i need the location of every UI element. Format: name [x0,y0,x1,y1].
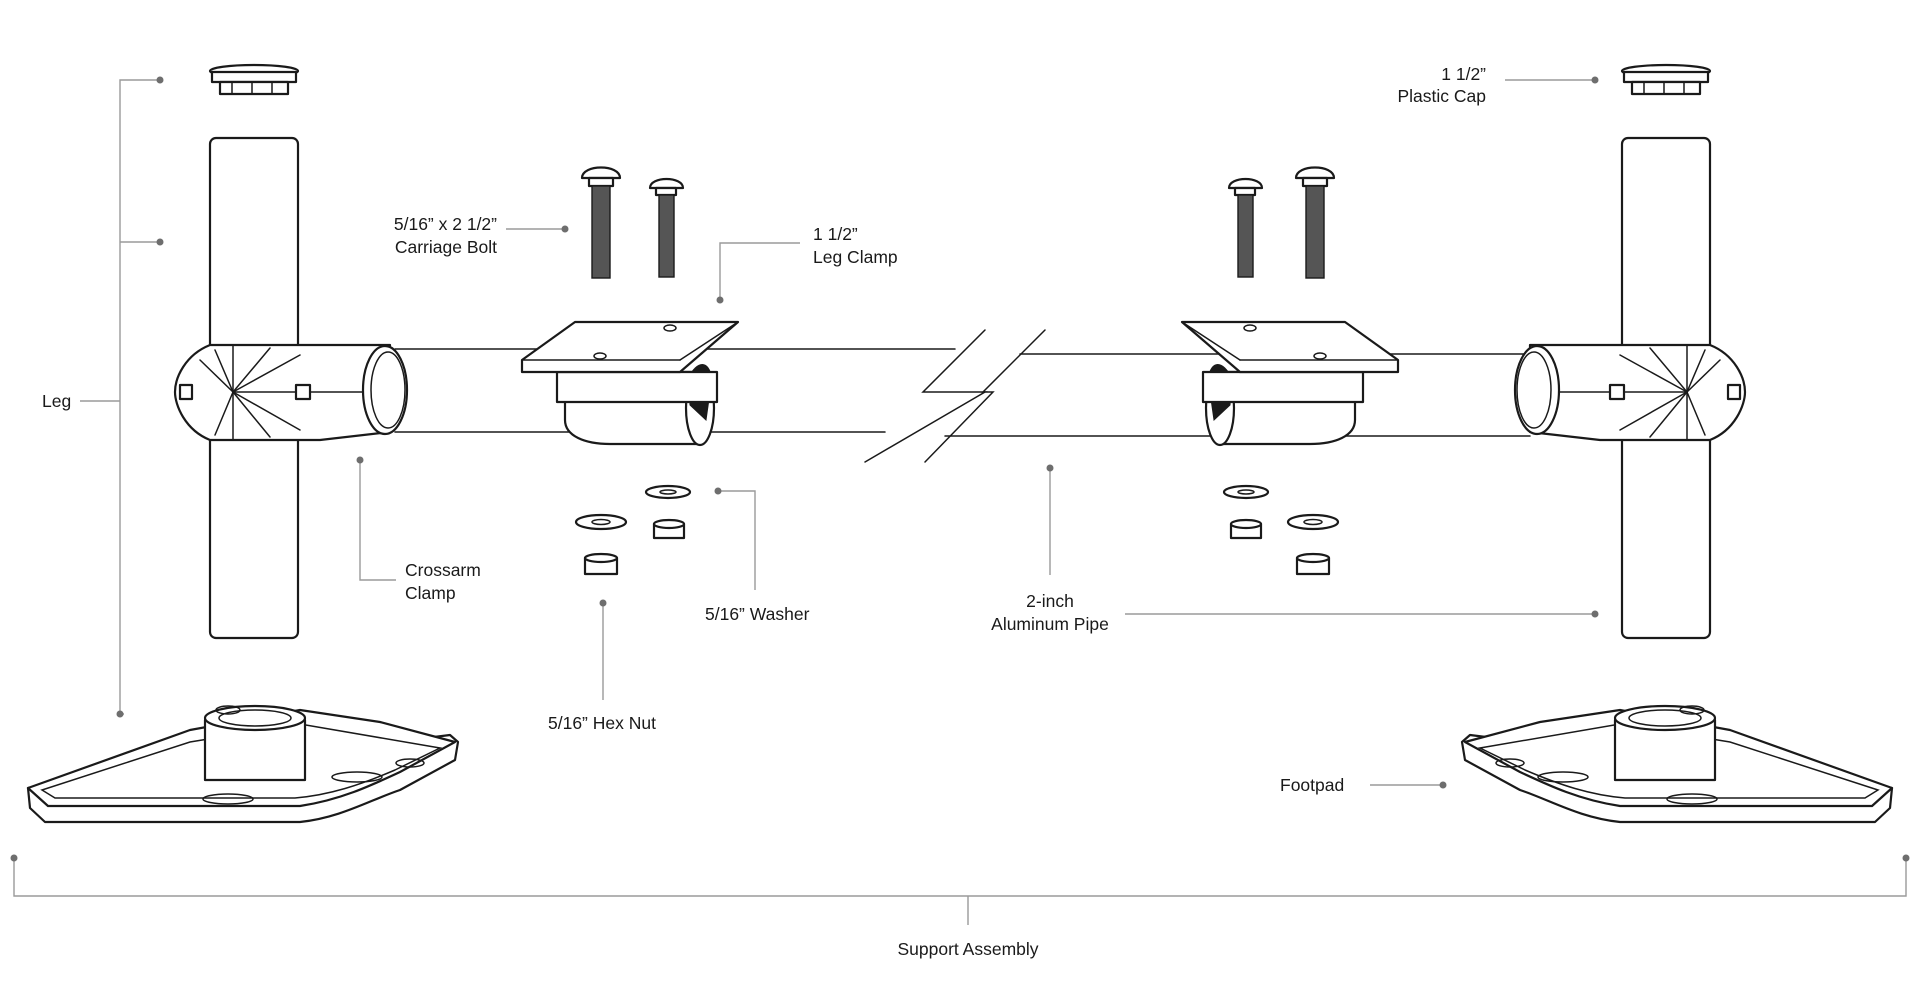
right-washers-nuts [1222,484,1340,576]
support-assembly-label: Support Assembly [897,939,1038,959]
left-leg-clamp [520,320,740,447]
carriage-bolt-label-1: 5/16” x 2 1/2” [394,214,497,234]
pipe-label-2: Aluminum Pipe [991,614,1109,634]
leg-clamp-label-1: 1 1/2” [813,224,858,244]
left-washers-nuts [574,484,692,576]
right-footpad [1460,704,1894,824]
left-footpad [26,704,460,824]
footpad-label: Footpad [1280,775,1344,795]
hex-nut-label: 5/16” Hex Nut [548,713,656,733]
pipe-label-1: 2-inch [1026,591,1074,611]
left-plastic-cap [208,63,300,96]
crossarm-clamp-label-1: Crossarm [405,560,481,580]
carriage-bolt-4 [1294,166,1336,279]
carriage-bolt-label-2: Carriage Bolt [395,237,497,257]
right-crossarm-clamp [1513,343,1747,442]
leader-lines [10,76,1910,925]
right-leg-clamp [1180,320,1400,447]
plastic-cap-label-2: Plastic Cap [1397,86,1486,106]
leg-label: Leg [42,391,71,411]
carriage-bolt-2 [648,177,685,278]
left-crossarm-clamp [173,343,409,442]
crossarm-clamp-label-2: Clamp [405,583,456,603]
leg-clamp-label-2: Leg Clamp [813,247,898,267]
carriage-bolt-1 [580,166,622,279]
plastic-cap-label-1: 1 1/2” [1441,64,1486,84]
washer-label: 5/16” Washer [705,604,810,624]
right-plastic-cap [1620,63,1712,96]
carriage-bolt-3 [1227,177,1264,278]
